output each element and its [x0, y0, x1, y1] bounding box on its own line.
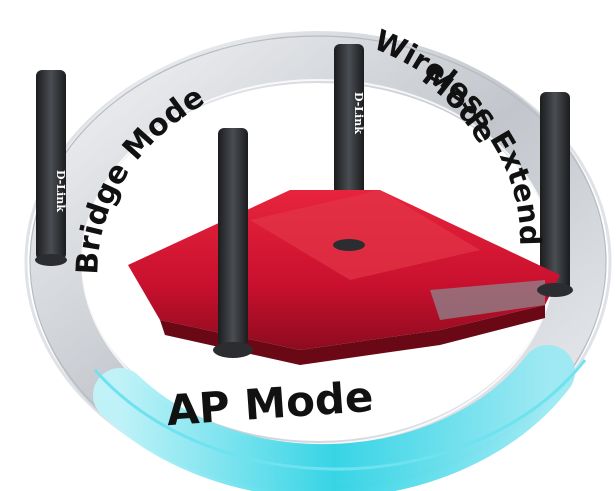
- antenna-right: [540, 92, 570, 292]
- router-image: D-Link D-Link: [35, 44, 573, 365]
- ap-mode-label: AP Mode: [165, 372, 375, 435]
- antenna-left: [36, 70, 66, 260]
- antenna-front: [218, 128, 248, 346]
- antenna-brand-left: D-Link: [54, 170, 67, 212]
- antenna-brand-center: D-Link: [352, 92, 365, 134]
